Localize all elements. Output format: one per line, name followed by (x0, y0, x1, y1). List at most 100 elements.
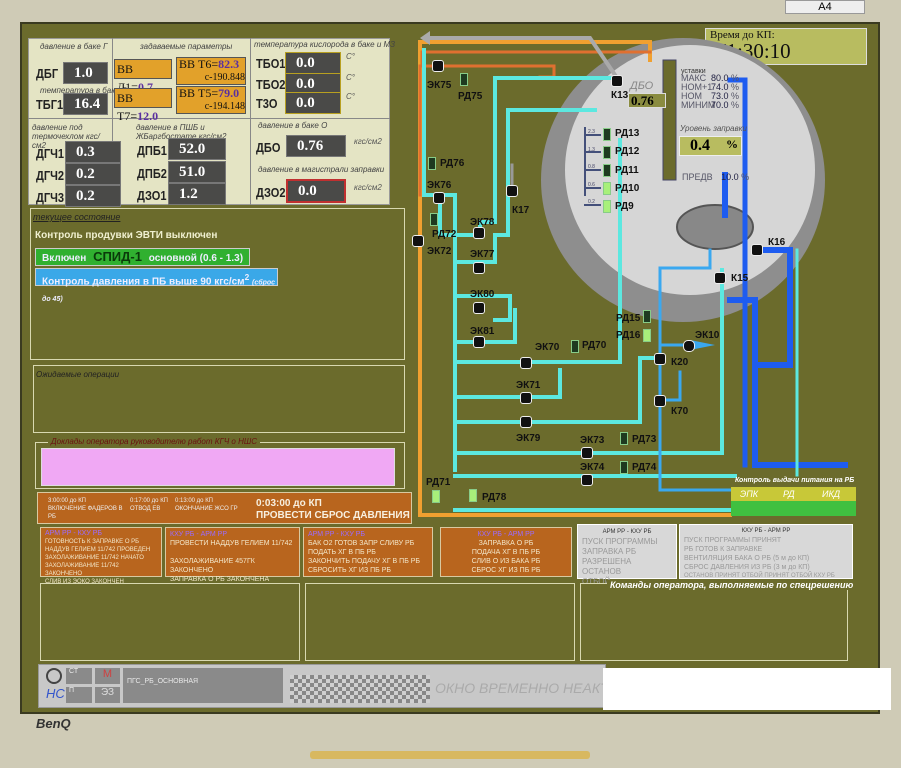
tank-ellipse (676, 204, 754, 250)
valve-label: К17 (512, 205, 530, 216)
pressure-sensor (428, 157, 436, 170)
status-title: текущее состояние (33, 212, 121, 222)
dzo2-unit: кгс/см2 (354, 183, 382, 192)
valve[interactable] (520, 416, 532, 428)
valve[interactable] (433, 192, 445, 204)
vv-t5-sub: с-194.148 (204, 101, 245, 112)
message-line[interactable]: ПУСК ПРОГРАММЫ (582, 537, 658, 546)
dgch-label: ДГЧ2 (36, 168, 65, 183)
dpb-value: 52.0 (168, 138, 226, 160)
dpb-caption: давление в ПШБ и ЖБаргбостате кгс/см2 (136, 123, 227, 141)
valve[interactable] (654, 395, 666, 407)
valve[interactable] (654, 353, 666, 365)
message-line: НАДДУВ ГЕЛИЕМ 11/742 ПРОВЕДЕН (45, 547, 151, 553)
valve[interactable] (714, 272, 726, 284)
monitor-brand-logo: BenQ (36, 716, 71, 731)
hc-button[interactable]: НС (46, 686, 65, 701)
valve-label: ЭК73 (580, 435, 605, 446)
valve-label: ЭК79 (516, 433, 541, 444)
valve[interactable] (581, 474, 593, 486)
valve[interactable] (473, 262, 485, 274)
valve[interactable] (473, 227, 485, 239)
vv-t5-value: 79.0 (218, 86, 240, 100)
pressure-sensor (460, 73, 468, 86)
reports-input[interactable] (41, 448, 395, 486)
message-line: ВЕНТИЛЯЦИЯ БАКА О РБ (5 м до КП) (684, 555, 810, 562)
valve-label: ЭК78 (470, 217, 495, 228)
message-line: ЗАХОЛАЖИВАНИЕ 457ГК ЗАКОНЧЕНО (170, 558, 255, 574)
message-line: ПРОВЕСТИ НАДДУВ ГЕЛИЕМ 11/742 (170, 540, 293, 547)
dzo2-value: 0.0 (286, 179, 346, 203)
badge-text: основной (148, 253, 197, 264)
valve-label: ЭК75 (427, 80, 452, 91)
message-line[interactable]: ОТБОЙ (582, 577, 611, 586)
fill-value: 0.4 (690, 137, 710, 154)
bottom-panel-middle (305, 583, 575, 661)
tank-dbo-label: ДБО (630, 80, 654, 92)
timeline-time: 0:17:00 до КП (130, 498, 168, 504)
commands-panel (580, 583, 848, 661)
vv-t7-label: ВВ Т7= (117, 91, 138, 123)
reports-title: Доклады оператора руководителю работ КГЧ… (48, 437, 261, 446)
clock-icon[interactable] (46, 668, 62, 684)
timeline-text: ОТВОД ЕВ (130, 506, 161, 512)
power-bar (731, 487, 856, 501)
valve-label: ЭК81 (470, 326, 495, 337)
sensor-label: РД78 (482, 492, 507, 503)
sensor-label: РД13 (615, 128, 640, 139)
message-line[interactable]: ЗАПРАВКА РБ РАЗРЕШЕНА (582, 547, 637, 566)
pressure-sensor (603, 182, 611, 195)
valve[interactable] (520, 357, 532, 369)
n-button[interactable]: П (66, 687, 92, 703)
message-line: СБРОС ДАВЛЕНИЯ ИЗ РБ (3 м до КП) (684, 564, 810, 571)
message-line: ЗАКОНЧИТЬ ПОДАЧУ ХГ В ПБ РБ (308, 558, 420, 565)
vv-t7[interactable]: ВВ Т7=12.0 (114, 88, 172, 123)
valve[interactable] (432, 60, 444, 72)
valve[interactable] (581, 447, 593, 459)
valve[interactable] (473, 302, 485, 314)
divider (28, 118, 390, 119)
divider (112, 38, 113, 205)
valve-label: ЭК74 (580, 462, 605, 473)
pred-row: ПРЕДВ 10.0 % (682, 172, 749, 182)
valve-label: ЭК72 (427, 246, 452, 257)
valve[interactable] (412, 235, 424, 247)
valve[interactable] (506, 185, 518, 197)
m-button[interactable]: М (95, 668, 120, 684)
arrow-head (420, 31, 430, 45)
timeline-text: ВКЛЮЧЕНИЕ ФАДЕРОВ В РБ (48, 506, 123, 520)
divider (250, 38, 251, 205)
st-button[interactable]: СТ (66, 668, 92, 684)
commands-title: Команды оператора, выполняемые по спецре… (607, 580, 857, 590)
sensor-label: РД9 (615, 201, 634, 212)
message-line: СЛИВ ИЗ ЭОКО ЗАКОНЧЕН (45, 579, 124, 585)
expected-ops-title: Ожидаемые операции (36, 370, 120, 379)
pred-value: 10.0 (721, 172, 739, 182)
dzo2-caption: давление в магистрали заправки (258, 165, 385, 174)
levels-title: уставки (681, 68, 706, 75)
pressure-sensor (603, 146, 611, 159)
dpb-label: ДЗО1 (137, 188, 167, 203)
valve[interactable] (683, 340, 695, 352)
monitor-buttons[interactable] (310, 751, 590, 759)
main-blue-pipe (727, 77, 748, 468)
valve[interactable] (611, 75, 623, 87)
valve[interactable] (473, 336, 485, 348)
power-epk: ЭПК (740, 489, 759, 499)
dbo-unit: кгс/см2 (354, 137, 382, 146)
message-line: ПУСК ПРОГРАММЫ ПРИНЯТ (684, 537, 782, 544)
pressure-sensor (603, 164, 611, 177)
monitor-top-tab: A4 (785, 0, 865, 14)
vv-d1[interactable]: ВВ Д1=0.7 (114, 59, 172, 94)
ez-button[interactable]: ЭЗ (95, 687, 120, 703)
valve[interactable] (520, 392, 532, 404)
dgch-value: 0.2 (65, 163, 121, 185)
valve[interactable] (751, 244, 763, 256)
message-line[interactable]: ОСТАНОВ (582, 567, 622, 576)
